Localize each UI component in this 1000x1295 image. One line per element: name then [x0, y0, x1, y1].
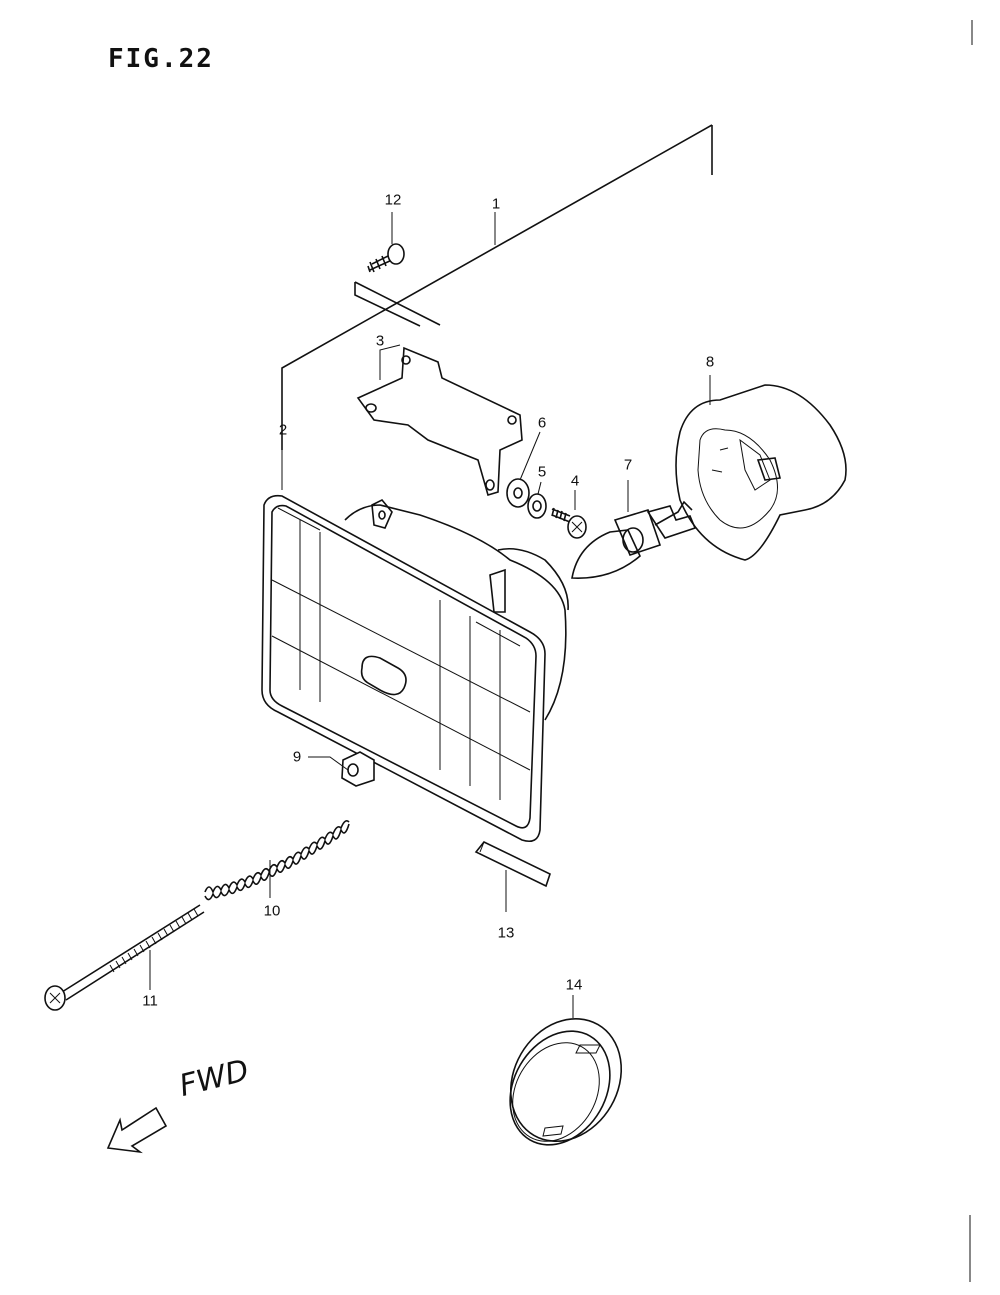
callout-4: 4: [570, 472, 580, 490]
mounting-bracket-3: [356, 344, 523, 496]
callout-7: 7: [623, 456, 633, 474]
bulb-7: [571, 480, 697, 579]
bolt-12: [367, 212, 405, 273]
callout-6: 6: [537, 414, 547, 432]
nut-9: [308, 751, 375, 787]
screw-4: [551, 490, 587, 539]
figure-title: FIG.22: [108, 44, 214, 74]
washer-6: [506, 431, 541, 508]
forward-arrow-icon: [106, 1106, 168, 1154]
callout-5: 5: [537, 463, 547, 481]
callout-1: 1: [491, 195, 501, 213]
callout-12: 12: [384, 191, 402, 209]
callout-9: 9: [292, 748, 302, 766]
callout-13: 13: [497, 924, 515, 942]
adjusting-screw-11: [44, 904, 205, 1011]
callout-11: 11: [142, 992, 158, 1010]
shim-bar-13: [474, 841, 551, 912]
scan-margin-marks: [969, 20, 973, 1282]
callout-8: 8: [705, 353, 715, 371]
washer-5: [527, 481, 547, 519]
lens-cap-14: [509, 995, 623, 1146]
headlight-unit-2: [261, 445, 569, 843]
socket-housing-8: [675, 375, 847, 561]
callout-2: 2: [278, 421, 288, 439]
callout-14: 14: [565, 976, 583, 994]
assembly-bracket-line: [281, 124, 713, 450]
spring-10: [204, 820, 350, 901]
callout-3: 3: [375, 332, 385, 350]
callout-10: 10: [263, 902, 281, 920]
